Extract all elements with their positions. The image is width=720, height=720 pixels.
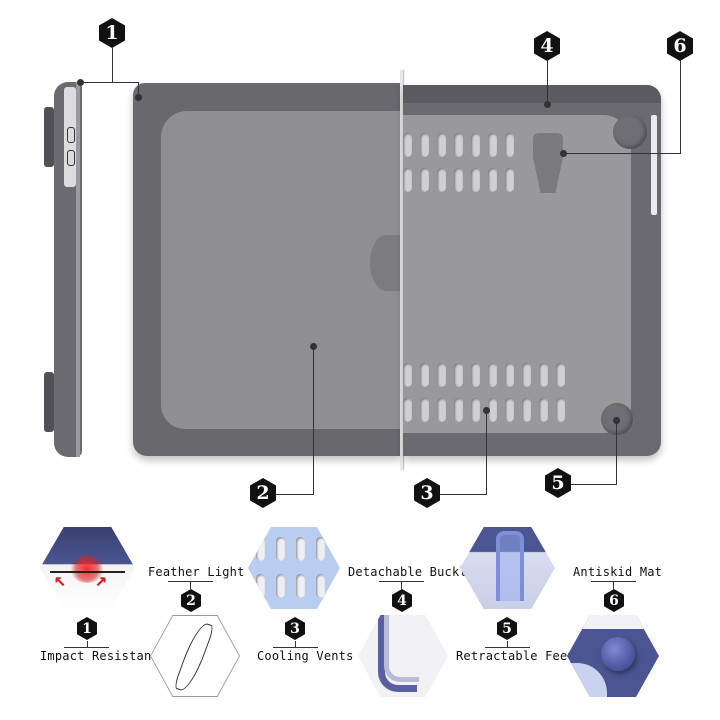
feature-label-impact-resistant: Impact Resistant bbox=[40, 649, 159, 663]
apple-logo-icon bbox=[370, 235, 402, 291]
arrow-icon: ↖ bbox=[54, 567, 67, 591]
feature-badge-2: 2 bbox=[181, 589, 201, 612]
usb-c-port-icon bbox=[67, 127, 75, 143]
callout-badge-4: 4 bbox=[534, 31, 560, 61]
callout-badge-5: 5 bbox=[545, 468, 571, 498]
usb-c-port-icon bbox=[67, 150, 75, 166]
feature-label-antiskid-mat: Antiskid Mat bbox=[573, 565, 663, 579]
antiskid-foot-icon bbox=[601, 637, 635, 671]
retractable-feet-image bbox=[460, 527, 555, 609]
callout-badge-1: 1 bbox=[99, 18, 125, 48]
callout-badge-3: 3 bbox=[414, 478, 440, 508]
cooling-vents-image bbox=[248, 527, 340, 609]
detachable-buckle-image bbox=[358, 615, 448, 697]
case-side-view bbox=[44, 82, 84, 457]
antiskid-mat-image bbox=[567, 615, 659, 697]
feature-badge-3: 3 bbox=[285, 617, 305, 640]
feature-badge-4: 4 bbox=[392, 589, 412, 612]
feather-light-image bbox=[150, 615, 240, 697]
callout-badge-6: 6 bbox=[667, 31, 693, 61]
feature-label-retractable-feet: Retractable Feet bbox=[456, 649, 575, 663]
impact-resistant-image: ↗ ↖ bbox=[40, 527, 135, 609]
feature-badge-1: 1 bbox=[77, 617, 97, 640]
cooling-vents-bottom bbox=[403, 363, 643, 423]
arrow-icon: ↗ bbox=[95, 567, 108, 591]
feature-label-feather-light: Feather Light bbox=[148, 565, 245, 579]
cooling-vents-top bbox=[403, 133, 603, 193]
case-front-view bbox=[133, 83, 402, 456]
view-divider bbox=[400, 70, 403, 470]
retractable-foot-icon bbox=[613, 115, 647, 149]
feature-badge-6: 6 bbox=[604, 589, 624, 612]
feature-label-detachable-buckle: Detachable Buckle bbox=[348, 565, 475, 579]
feature-badge-5: 5 bbox=[497, 617, 517, 640]
feature-label-cooling-vents: Cooling Vents bbox=[257, 649, 354, 663]
buckle-icon bbox=[496, 531, 524, 601]
callout-badge-2: 2 bbox=[250, 478, 276, 508]
